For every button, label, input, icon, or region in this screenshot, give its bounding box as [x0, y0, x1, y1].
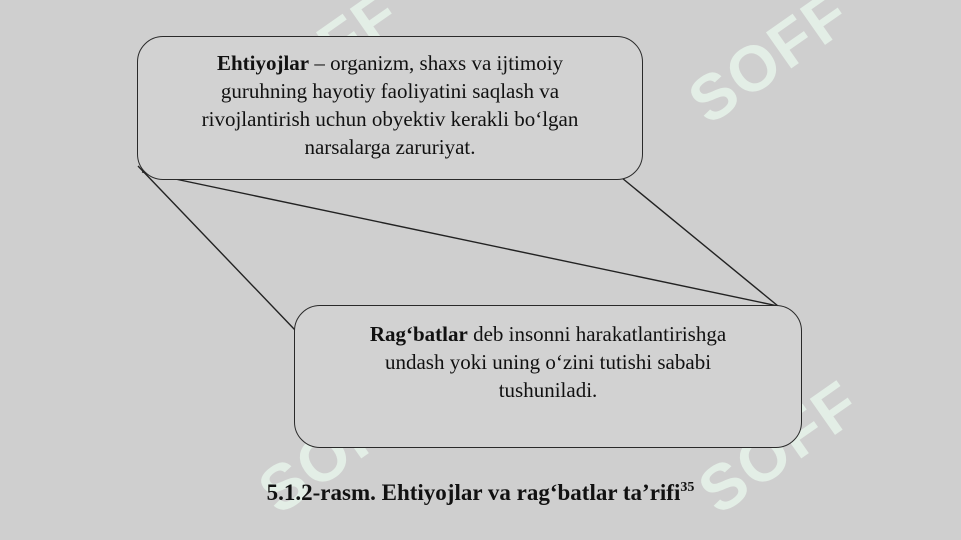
needs-definition-box: Ehtiyojlar – organizm, shaxs va ijtimoiy… [137, 36, 643, 180]
figure-caption: 5.1.2-rasm. Ehtiyojlar va rag‘batlar ta’… [0, 480, 961, 506]
caption-footnote: 35 [680, 480, 695, 495]
connector-line-left [137, 165, 296, 331]
motives-term: Rag‘batlar [369, 322, 468, 346]
motives-line-1-rest: deb insonni harakatlantirishga [467, 322, 727, 346]
motives-line-2: undash yoki uning o‘zini tutishi sababi [384, 350, 712, 374]
motives-line-3: tushuniladi. [498, 378, 598, 402]
needs-line-2: guruhning hayotiy faoliyatini saqlash va [220, 79, 560, 103]
needs-line-4: narsalarga zaruriyat. [304, 135, 476, 159]
needs-line-1-rest: – organizm, shaxs va ijtimoiy [309, 51, 564, 75]
needs-line-3: rivojlantirish uchun obyektiv kerakli bo… [201, 107, 579, 131]
connector-line-middle [141, 171, 779, 307]
motives-definition-box: Rag‘batlar deb insonni harakatlantirishg… [294, 305, 802, 448]
needs-line-1: Ehtiyojlar – organizm, shaxs va ijtimoiy [156, 49, 624, 77]
motives-line-1: Rag‘batlar deb insonni harakatlantirishg… [313, 320, 783, 348]
connector-line-right [621, 177, 779, 307]
caption-text: 5.1.2-rasm. Ehtiyojlar va rag‘batlar ta’… [266, 480, 681, 505]
needs-term: Ehtiyojlar [216, 51, 310, 75]
